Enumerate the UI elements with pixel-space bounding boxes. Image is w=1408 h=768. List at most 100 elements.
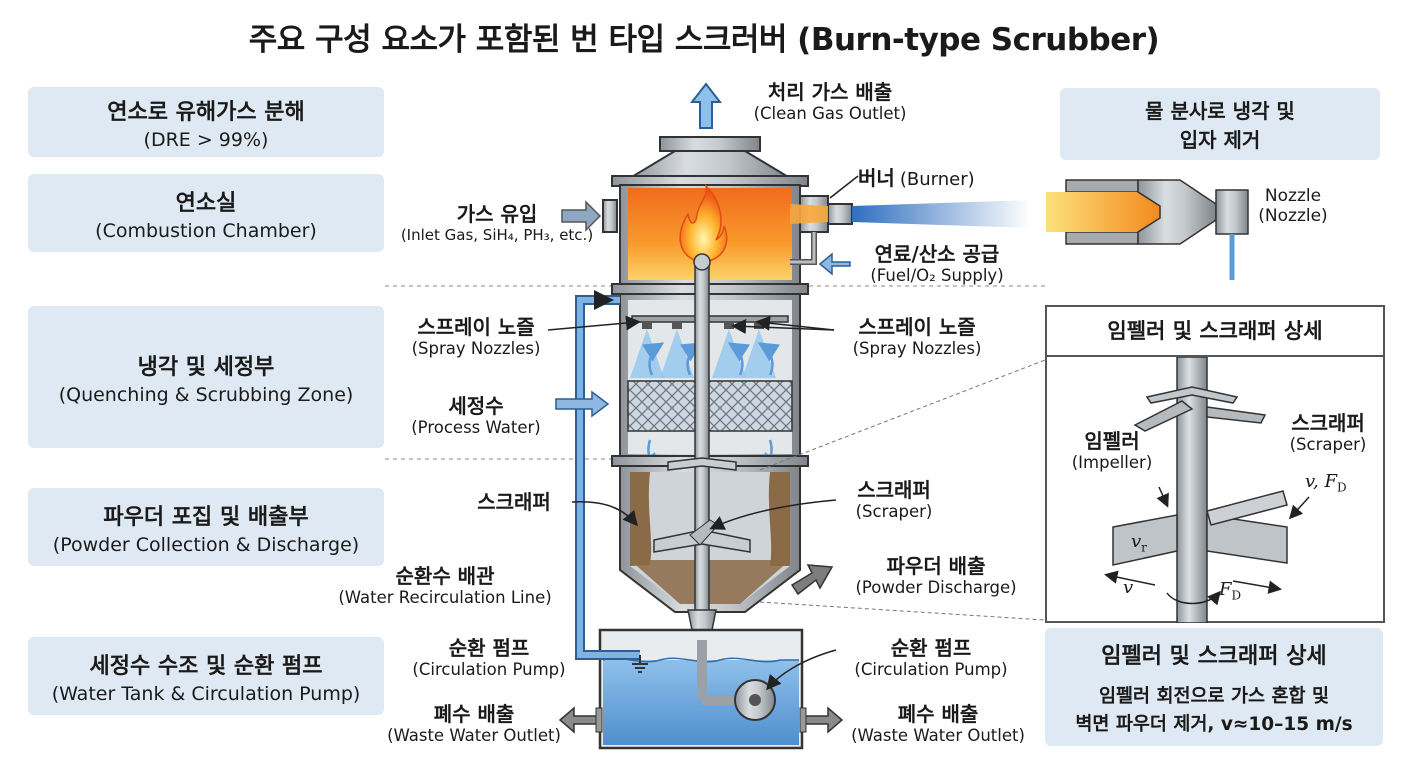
label-recirc-line: 순환수 배관 (Water Recirculation Line): [322, 564, 568, 608]
label-inlet-gas: 가스 유입 (Inlet Gas, SiH₄, PH₃, etc.): [386, 202, 608, 244]
label-powder-discharge: 파우더 배출 (Powder Discharge): [838, 554, 1034, 598]
powder-discharge-arrow: [790, 564, 834, 596]
detail-symbol-vr-text: v: [1131, 531, 1142, 552]
label-clean-gas: 처리 가스 배출 (Clean Gas Outlet): [735, 80, 925, 124]
label-spray-right-en: (Spray Nozzles): [852, 339, 982, 358]
detail-symbol-fd: FD: [1219, 579, 1241, 603]
label-powder-discharge-ko: 파우더 배출: [886, 554, 986, 578]
label-spray-left-en: (Spray Nozzles): [411, 339, 541, 358]
detail-symbol-v: v: [1123, 577, 1134, 598]
burner-torch: [790, 204, 828, 224]
label-pump-right-ko: 순환 펌프: [890, 636, 972, 660]
zone-burn-dre-ko: 연소로 유해가스 분해: [107, 99, 305, 125]
zone-burn-dre-en: (DRE > 99%): [143, 128, 269, 151]
detail-impeller-label: 임펠러 (Impeller): [1057, 429, 1167, 473]
waste-water-arrow-right: [803, 706, 844, 734]
label-clean-gas-ko: 처리 가스 배출: [767, 80, 893, 104]
intake-strainer-icon: [632, 655, 648, 673]
detail-impeller-ko: 임펠러: [1084, 429, 1140, 453]
label-pump-left: 순환 펌프 (Circulation Pump): [400, 636, 578, 680]
label-burner: 버너 (Burner): [858, 166, 1008, 191]
zone-water-tank: 세정수 수조 및 순환 펌프 (Water Tank & Circulation…: [28, 637, 384, 715]
zone-powder-en: (Powder Collection & Discharge): [52, 533, 360, 556]
label-inlet-gas-en: (Inlet Gas, SiH₄, PH₃, etc.): [400, 226, 594, 244]
leader-spray-left: [547, 315, 641, 331]
waste-port-right: [799, 707, 807, 733]
leader-pump: [766, 649, 837, 691]
top-flange: [659, 136, 761, 152]
detail-caption-line1: 임펠러 회전으로 가스 혼합 및: [1098, 686, 1329, 707]
leader-scraper-right: [709, 499, 837, 530]
fuel-pipe-fill: [790, 232, 816, 264]
detail-caption-header: 임펠러 및 스크래퍼 상세: [1101, 644, 1327, 669]
zone-combustion: 연소실 (Combustion Chamber): [28, 174, 384, 252]
label-clean-gas-en: (Clean Gas Outlet): [753, 104, 907, 123]
zone-quench-ko: 냉각 및 세정부: [137, 354, 275, 380]
zone-burn-dre: 연소로 유해가스 분해 (DRE > 99%): [28, 87, 384, 157]
detail-header: 임펠러 및 스크래퍼 상세: [1047, 307, 1383, 357]
label-waste-right: 폐수 배출 (Waste Water Outlet): [842, 702, 1034, 746]
detail-caption-box: 임펠러 및 스크래퍼 상세 임펠러 회전으로 가스 혼합 및 벽면 파우더 제거…: [1045, 628, 1383, 746]
inlet-gas-arrow: [561, 200, 602, 232]
middle-flange: [611, 283, 809, 295]
label-fuel-supply: 연료/산소 공급 (Fuel/O₂ Supply): [852, 242, 1022, 286]
label-process-water: 세정수 (Process Water): [396, 394, 556, 438]
detail-symbol-v-fd: v, FD: [1305, 471, 1347, 495]
powder-deposit-bottom: [630, 560, 790, 604]
spray-header: [631, 315, 789, 323]
label-waste-left-en: (Waste Water Outlet): [387, 726, 561, 745]
label-spray-right-ko: 스프레이 노즐: [858, 315, 976, 339]
central-shaft: [694, 261, 710, 623]
clean-gas-arrow: [689, 82, 723, 129]
nozzle-detail-drawing: [1046, 179, 1249, 280]
zone-quench: 냉각 및 세정부 (Quenching & Scrubbing Zone): [28, 306, 384, 448]
burner-jet: [852, 200, 1030, 228]
label-fuel-supply-en: (Fuel/O₂ Supply): [870, 266, 1004, 285]
impeller-detail-drawing: [1104, 357, 1310, 623]
zone-quench-en: (Quenching & Scrubbing Zone): [58, 383, 354, 406]
label-spray-left: 스프레이 노즐 (Spray Nozzles): [396, 315, 556, 359]
leader-burner: [829, 175, 859, 199]
detail-symbol-fd-sub: D: [1231, 588, 1242, 603]
nozzle-label-1: Nozzle: [1264, 186, 1322, 206]
label-waste-left-ko: 폐수 배출: [433, 702, 515, 726]
label-scraper-right-en: (Scraper): [855, 502, 933, 521]
detail-scraper-ko: 스크래퍼: [1291, 411, 1365, 435]
label-scraper-right: 스크래퍼 (Scraper): [834, 478, 954, 522]
leader-spray-right-2: [731, 318, 835, 334]
detail-scraper-label: 스크래퍼 (Scraper): [1273, 411, 1383, 455]
label-burner-ko: 버너: [858, 166, 895, 190]
page-title: 주요 구성 요소가 포함된 번 타입 스크러버 (Burn-type Scrub…: [248, 22, 1160, 58]
label-scraper-left-ko: 스크래퍼: [477, 490, 551, 514]
inlet-port: [602, 199, 618, 233]
packing-bed: [627, 380, 793, 432]
zone-powder-ko: 파우더 포집 및 배출부: [103, 504, 309, 530]
shaft-top-cap: [693, 253, 711, 271]
waste-port-left: [595, 707, 603, 733]
label-inlet-gas-ko: 가스 유입: [456, 202, 538, 226]
label-process-water-en: (Process Water): [411, 418, 541, 437]
detail-callout-top: [759, 359, 1046, 471]
burner-flame-icon: [679, 183, 728, 263]
label-scraper-left: 스크래퍼: [456, 490, 572, 514]
water-surface: [602, 657, 799, 663]
detail-caption-line2: 벽면 파우더 제거, v≈10–15 m/s: [1075, 714, 1353, 735]
powder-deposit-right: [768, 472, 790, 566]
impeller-detail-panel: 임펠러 및 스크래퍼 상세 임펠러 (Impeller) 스크래퍼 (Scrap…: [1045, 305, 1385, 623]
zone-combustion-ko: 연소실: [175, 190, 237, 216]
impeller-upper: [667, 457, 737, 471]
detail-callout-bottom: [759, 601, 1046, 621]
nozzle-note-line1: 물 분사로 냉각 및: [1145, 99, 1295, 123]
detail-scraper-en: (Scraper): [1289, 435, 1367, 454]
label-pump-left-en: (Circulation Pump): [412, 660, 566, 679]
waste-water-arrow-left: [558, 706, 599, 734]
burner-nozzle: [827, 203, 853, 225]
zone-powder: 파우더 포집 및 배출부 (Powder Collection & Discha…: [28, 488, 384, 566]
top-cone: [626, 150, 794, 179]
label-waste-right-en: (Waste Water Outlet): [851, 726, 1025, 745]
label-scraper-right-ko: 스크래퍼: [857, 478, 931, 502]
label-spray-right: 스프레이 노즐 (Spray Nozzles): [836, 315, 998, 359]
detail-symbol-v-fd-text: v, F: [1305, 471, 1337, 492]
label-pump-right: 순환 펌프 (Circulation Pump): [838, 636, 1024, 680]
